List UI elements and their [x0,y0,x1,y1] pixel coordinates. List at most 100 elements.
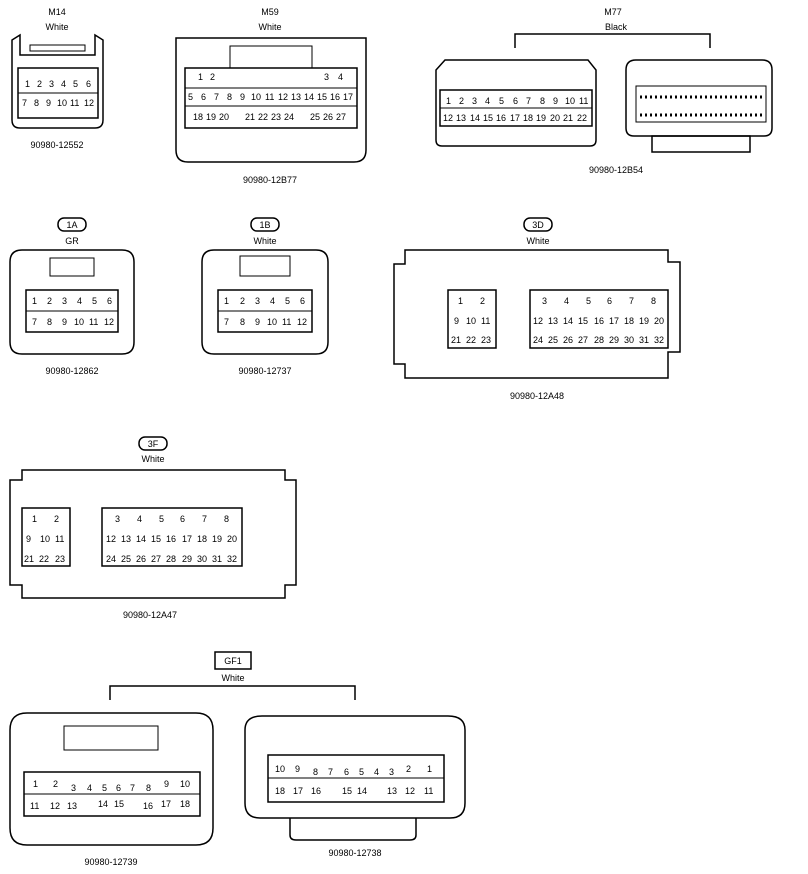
m14-part-number: 90980-12552 [30,140,83,150]
pin: 20 [227,534,237,544]
pin: 5 [359,767,364,777]
pin: 29 [182,554,192,564]
3f-code: 3F [148,439,159,449]
pin: 7 [32,317,37,327]
gf1-right-part-number: 90980-12738 [328,848,381,858]
pin: 4 [374,767,379,777]
1b-code: 1B [259,220,270,230]
pin: 16 [594,316,604,326]
pin: 27 [578,335,588,345]
m77-color: Black [605,22,628,32]
pin: 4 [485,96,490,106]
m59-color: White [258,22,281,32]
pin: 6 [300,296,305,306]
pin: 11 [579,96,588,106]
pin: 14 [563,316,573,326]
m77-housing-left [435,59,597,147]
pin: 9 [295,764,300,774]
pin: 10 [565,96,575,106]
pin: 1 [198,72,203,82]
pin: 3 [255,296,260,306]
pin: 7 [629,296,634,306]
pin: 3 [542,296,547,306]
pin: 8 [146,783,151,793]
gf1-housing-left [9,712,214,846]
pin: 11 [89,317,98,327]
m59-part-number: 90980-12B77 [243,175,297,185]
pin: 4 [564,296,569,306]
pin: 10 [251,92,261,102]
connector-1a: 1A GR 1 2 3 4 5 6 7 8 9 10 11 12 90980-1… [9,217,135,376]
connector-3d: 3D White 1 2 3 4 5 6 7 8 9 10 11 12 13 1… [393,217,681,401]
m77-rear-pin-block [635,85,767,123]
pin: 11 [424,786,433,796]
pin: 14 [304,92,314,102]
pin: 10 [466,316,476,326]
1a-code-badge [57,217,87,232]
pin: 27 [336,112,346,122]
pin: 19 [212,534,222,544]
pin: 3 [472,96,477,106]
1b-housing [201,249,329,355]
pin: 4 [77,296,82,306]
3d-part-number: 90980-12A48 [510,391,564,401]
pin: 18 [275,786,285,796]
m77-bracket [514,33,711,48]
pin: 10 [180,779,190,789]
pin: 15 [578,316,588,326]
pin: 31 [639,335,649,345]
pin: 13 [456,113,466,123]
pin: 21 [563,113,573,123]
3f-code-badge [138,436,168,451]
pin: 11 [55,534,64,544]
1a-part-number: 90980-12862 [45,366,98,376]
pin: 2 [53,779,58,789]
pin: 6 [86,79,91,89]
pin: 18 [193,112,203,122]
1a-color: GR [65,236,79,246]
pin: 23 [55,554,65,564]
pin: 21 [24,554,34,564]
pin: 1 [446,96,451,106]
pin: 6 [513,96,518,106]
pin: 12 [533,316,543,326]
pin: 6 [201,92,206,102]
pin: 24 [106,554,116,564]
gf1-left-part-number: 90980-12739 [84,857,137,867]
pin: 29 [609,335,619,345]
pin: 5 [73,79,78,89]
3f-pin-block-right [101,507,243,567]
pin: 25 [121,554,131,564]
m77-code: M77 [604,7,622,17]
connector-m59: M59 White 1 2 3 4 5 6 7 8 9 10 11 12 13 … [175,7,367,185]
pin: 2 [459,96,464,106]
pin: 1 [33,779,38,789]
1a-code: 1A [66,220,77,230]
pin: 13 [67,801,77,811]
pin: 11 [481,316,490,326]
pin: 26 [136,554,146,564]
pin: 8 [240,317,245,327]
pin: 12 [297,317,307,327]
pin: 13 [121,534,131,544]
pin: 1 [427,764,432,774]
pin: 17 [293,786,303,796]
pin: 15 [317,92,327,102]
pin: 9 [26,534,31,544]
pin: 12 [104,317,114,327]
pin: 16 [166,534,176,544]
pin: 7 [328,767,333,777]
pin: 5 [102,783,107,793]
pin: 10 [57,98,67,108]
pin: 11 [70,98,79,108]
pin: 11 [30,801,39,811]
pin: 5 [188,92,193,102]
pin: 19 [206,112,216,122]
pin: 28 [166,554,176,564]
pin: 15 [483,113,493,123]
pin: 7 [22,98,27,108]
pin: 2 [240,296,245,306]
pin: 5 [285,296,290,306]
1a-housing [9,249,135,355]
pin: 4 [137,514,142,524]
